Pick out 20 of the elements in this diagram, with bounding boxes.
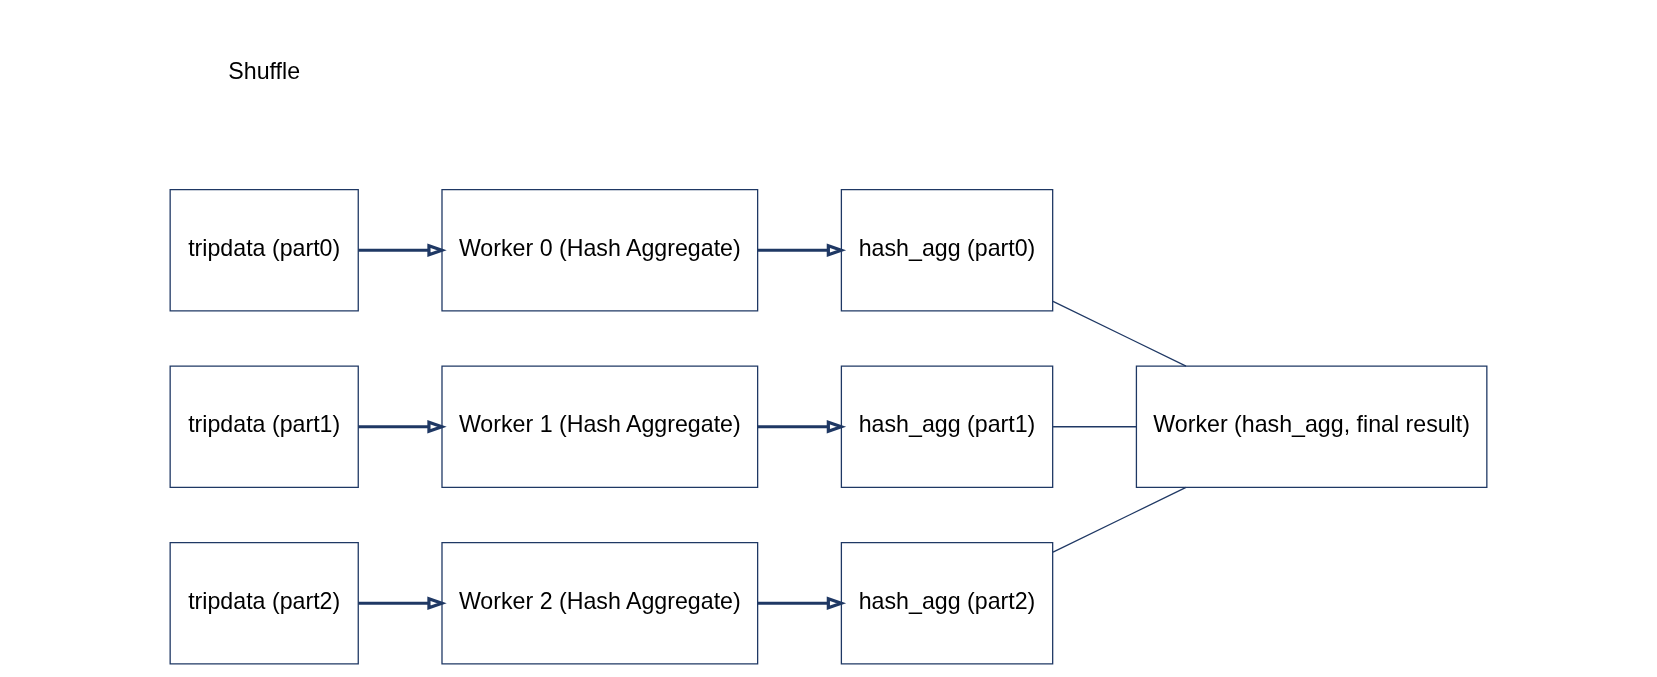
arrow xyxy=(757,596,847,611)
node-box: tripdata (part0) xyxy=(169,189,359,312)
node-box: Worker 1 (Hash Aggregate) xyxy=(441,365,759,488)
arrow xyxy=(358,596,447,611)
node-box: Worker 2 (Hash Aggregate) xyxy=(441,542,759,665)
label: Shuffle xyxy=(228,58,301,85)
arrow xyxy=(358,243,447,258)
node-box: Worker 0 (Hash Aggregate) xyxy=(441,189,759,312)
connector xyxy=(1052,486,1187,553)
arrow xyxy=(358,419,447,434)
node-box: hash_agg (part1) xyxy=(840,365,1054,488)
node-box: Worker (hash_agg, final result) xyxy=(1135,365,1488,488)
connector xyxy=(1052,300,1187,367)
node-box: hash_agg (part2) xyxy=(840,542,1054,665)
node-box: hash_agg (part0) xyxy=(840,189,1054,312)
arrow xyxy=(757,419,847,434)
arrow xyxy=(757,243,847,258)
node-box: tripdata (part2) xyxy=(169,542,359,665)
node-box: tripdata (part1) xyxy=(169,365,359,488)
connector xyxy=(1052,426,1137,428)
